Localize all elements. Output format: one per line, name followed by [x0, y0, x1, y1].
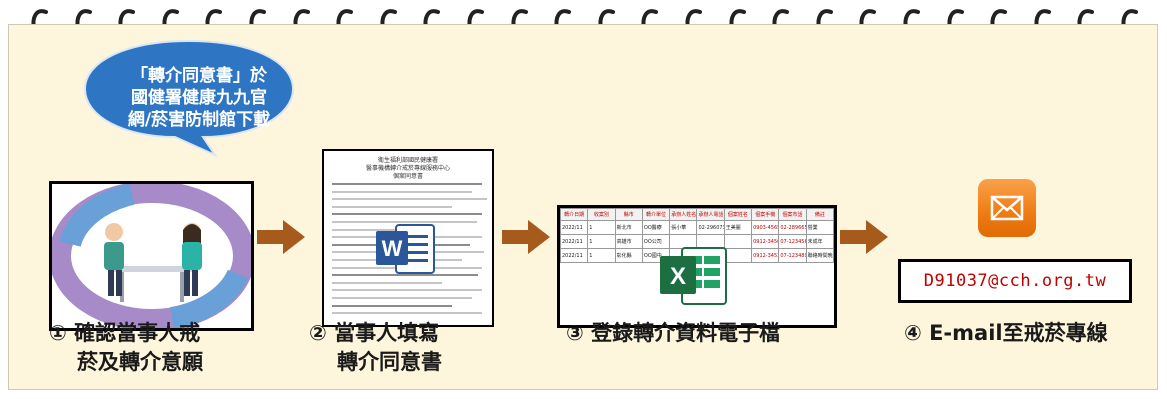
doc-text-line	[332, 312, 482, 315]
step-4-line-1: ④ E-mail至戒菸專線	[904, 321, 1108, 345]
bubble-line: 網/菸害防制館下載	[127, 110, 271, 130]
sheet-cell: 彰化縣	[614, 248, 643, 263]
step-3-label: ③ 登錄轉介資料電子檔	[566, 319, 866, 348]
sheet-header-cell: 個案市話	[778, 208, 807, 221]
sheet-header-cell: 個案手機	[751, 208, 780, 221]
sheet-cell: 2022/11	[560, 220, 589, 235]
sheet-cell: 2022/11	[560, 234, 589, 249]
bubble-text: 「轉介同意書」於 國健署健康九九官 網/菸害防制館下載	[104, 65, 294, 131]
email-address: D91037@cch.org.tw	[923, 271, 1107, 291]
process-panel: 「轉介同意書」於 國健署健康九九官 網/菸害防制館下載	[8, 24, 1158, 390]
sheet-cell: 聯絡時間晚上7-9點	[805, 248, 834, 263]
sheet-cell: 1	[587, 234, 616, 249]
sheet-cell: 未成年	[805, 234, 834, 249]
arrow-right-icon	[257, 220, 305, 254]
svg-text:W: W	[382, 236, 403, 261]
sheet-cell: 0912-345325	[751, 248, 780, 263]
spreadsheet-screenshot: 轉介日期收案別縣市轉介單位承辦人姓名承辦人電話個案姓名個案手機個案市話備註 20…	[557, 205, 837, 328]
bubble-line: 國健署健康九九官	[131, 88, 267, 108]
excel-icon: X	[660, 247, 727, 305]
sheet-cell: 0903-456563	[751, 220, 780, 235]
sheet-header-cell: 轉介日期	[560, 208, 589, 221]
doc-text-line	[332, 274, 478, 277]
step-2-line-2: 轉介同意書	[337, 350, 442, 374]
sheet-cell: 0912-345678	[751, 234, 780, 249]
sheet-cell: 營業	[805, 220, 834, 235]
sheet-row: 2022/111新北市OO醫療張小華02-2960737王美麗0903-4565…	[560, 220, 834, 235]
sheet-header-cell: 承辦人電話	[696, 208, 725, 221]
sheet-header-cell: 收案別	[587, 208, 616, 221]
sheet-cell: 高雄市	[614, 234, 643, 249]
sheet-header-cell: 縣市	[614, 208, 643, 221]
step-4-label: ④ E-mail至戒菸專線	[904, 319, 1144, 348]
word-icon: W	[376, 224, 435, 274]
arrow-right-icon	[840, 220, 888, 254]
doc-text-line	[332, 190, 472, 193]
arrow-right-icon	[502, 220, 550, 254]
doc-text-line	[332, 198, 487, 201]
doc-text-line	[332, 213, 482, 216]
sheet-cell: 1	[587, 220, 616, 235]
sheet-cell: 02-2960737	[696, 220, 725, 235]
sheet-cell: 2022/11	[560, 248, 589, 263]
spreadsheet-table: 轉介日期收案別縣市轉介單位承辦人姓名承辦人電話個案姓名個案手機個案市話備註 20…	[560, 208, 834, 263]
sheet-cell: 02-28966565	[778, 220, 807, 235]
sheet-header-cell: 備註	[805, 208, 834, 221]
speech-bubble	[83, 39, 295, 157]
sheet-cell: OO醫療	[641, 220, 671, 235]
email-address-box: D91037@cch.org.tw	[898, 259, 1132, 303]
sheet-cell: 王美麗	[723, 220, 753, 235]
doc-text-line	[332, 297, 472, 299]
step-1-line-1: ① 確認當事人戒	[49, 321, 201, 345]
mail-icon	[978, 179, 1036, 237]
doc-title-1: 衛生福利部國民健康署	[377, 157, 438, 164]
step-1-line-2: 菸及轉介意願	[77, 350, 203, 374]
bubble-line: 「轉介同意書」於	[131, 66, 267, 86]
doc-text-line	[332, 304, 452, 307]
sheet-cell: 張小華	[669, 220, 698, 235]
doc-text-line	[332, 205, 452, 208]
sheet-header-cell: 個案姓名	[723, 208, 753, 221]
sheet-cell: 07-1234567	[778, 234, 807, 249]
sheet-cell: 1	[587, 248, 616, 263]
consent-form-document: 衛生福利部國民健康署 醫事機構轉介戒菸專線服務中心 個案同意書 W	[322, 149, 494, 327]
consultation-illustration	[49, 181, 254, 331]
sheet-header-cell: 轉介單位	[641, 208, 671, 221]
doc-text-line	[332, 228, 432, 231]
doc-title-2: 醫事機構轉介戒菸專線服務中心	[365, 165, 450, 172]
doc-text-line	[332, 281, 442, 284]
consultation-icon	[52, 184, 251, 328]
doc-title-3: 個案同意書	[392, 173, 423, 180]
doc-text-line	[332, 183, 482, 185]
step-2-line-1: ② 當事人填寫	[309, 321, 440, 345]
doc-text-line	[332, 289, 482, 292]
sheet-header-cell: 承辦人姓名	[669, 208, 698, 221]
sheet-cell: 新北市	[614, 220, 643, 235]
step-1-label: ① 確認當事人戒 菸及轉介意願	[49, 319, 249, 377]
sheet-cell: 07-1234890	[778, 248, 807, 263]
svg-text:X: X	[670, 263, 686, 290]
step-3-line-1: ③ 登錄轉介資料電子檔	[566, 321, 781, 345]
doc-text-line	[332, 221, 477, 223]
step-2-label: ② 當事人填寫 轉介同意書	[309, 319, 509, 377]
